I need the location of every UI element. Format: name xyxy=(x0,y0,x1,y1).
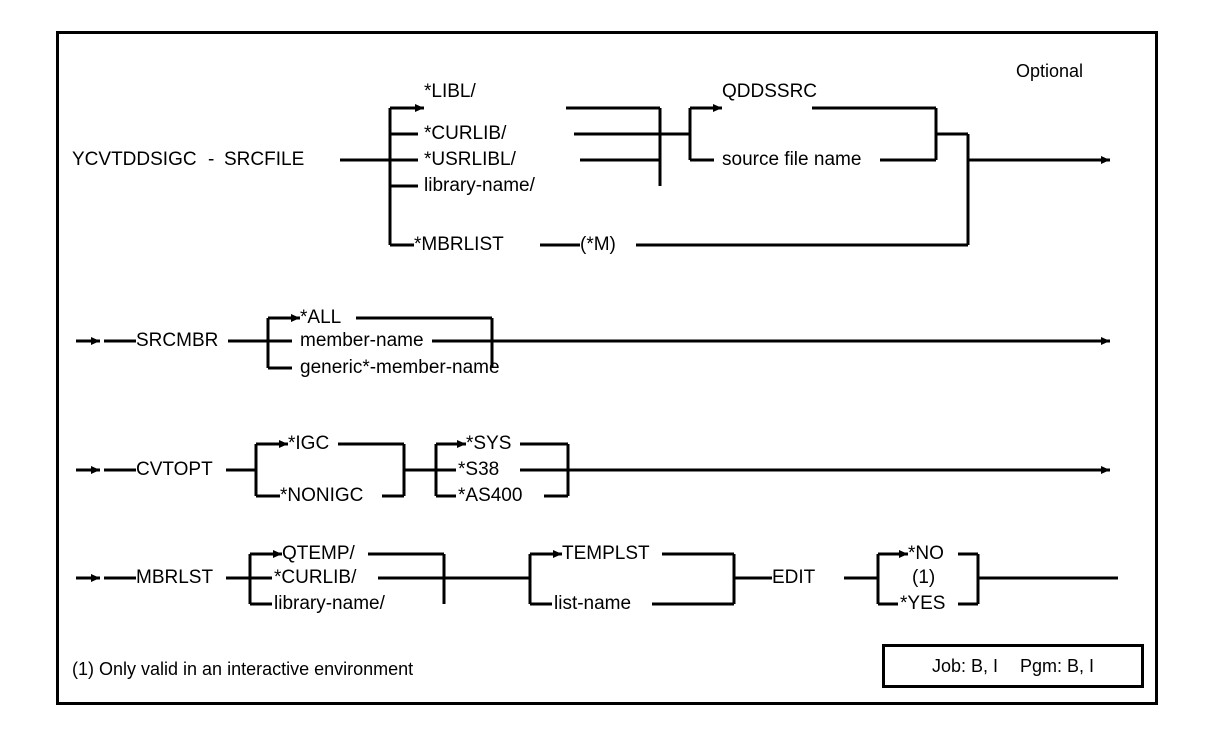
cvtopt-option-igc: *IGC xyxy=(288,433,330,454)
mbrlst-library-option-library-name: library-name/ xyxy=(274,593,385,614)
command-separator: - xyxy=(208,149,215,170)
edit-footnote-marker: (1) xyxy=(912,567,936,588)
srcfile-file-option-qddssrc: QDDSSRC xyxy=(722,81,818,102)
job-pgm-box: Job: B, I Pgm: B, I xyxy=(882,644,1144,688)
srcmbr-option-all: *ALL xyxy=(300,307,342,328)
cvtopt-option-s38: *S38 xyxy=(458,459,500,480)
mbrlst-library-option-curlib: *CURLIB/ xyxy=(274,567,357,588)
srcfile-alternate-mbrlist: *MBRLIST xyxy=(414,234,504,255)
optional-label: Optional xyxy=(1016,61,1084,81)
command-name: YCVTDDSIGC xyxy=(72,149,197,170)
srcfile-file-option-source-file-name: source file name xyxy=(722,149,862,170)
cvtopt-option-sys: *SYS xyxy=(466,433,512,454)
srcfile-library-option-curlib: *CURLIB/ xyxy=(424,123,507,144)
mbrlst-list-option-templst: TEMPLST xyxy=(562,543,650,564)
keyword-srcmbr: SRCMBR xyxy=(136,330,219,351)
mbrlst-list-option-list-name: list-name xyxy=(554,593,632,614)
mbrlst-library-option-qtemp: QTEMP/ xyxy=(282,543,355,564)
edit-option-no: *NO xyxy=(908,543,944,564)
srcfile-library-option-usrlibl: *USRLIBL/ xyxy=(424,149,516,170)
keyword-cvtopt: CVTOPT xyxy=(136,459,213,480)
srcfile-library-option-libl: *LIBL/ xyxy=(424,81,476,102)
diagram-frame xyxy=(56,31,1158,705)
cvtopt-option-as400: *AS400 xyxy=(458,485,523,506)
srcmbr-option-generic-member-name: generic*-member-name xyxy=(300,357,500,378)
keyword-edit: EDIT xyxy=(772,567,816,588)
pgm-label: Pgm: B, I xyxy=(1020,655,1095,676)
edit-option-yes: *YES xyxy=(900,593,946,614)
keyword-srcfile: SRCFILE xyxy=(224,149,305,170)
job-label: Job: B, I xyxy=(931,655,998,676)
cvtopt-option-nonigc: *NONIGC xyxy=(280,485,364,506)
srcfile-library-option-library-name: library-name/ xyxy=(424,175,535,196)
keyword-mbrlst: MBRLST xyxy=(136,567,214,588)
srcmbr-option-member-name: member-name xyxy=(300,330,424,351)
footnote-text: (1) Only valid in an interactive environ… xyxy=(72,659,414,679)
srcfile-alternate-suffix: (*M) xyxy=(580,234,616,255)
